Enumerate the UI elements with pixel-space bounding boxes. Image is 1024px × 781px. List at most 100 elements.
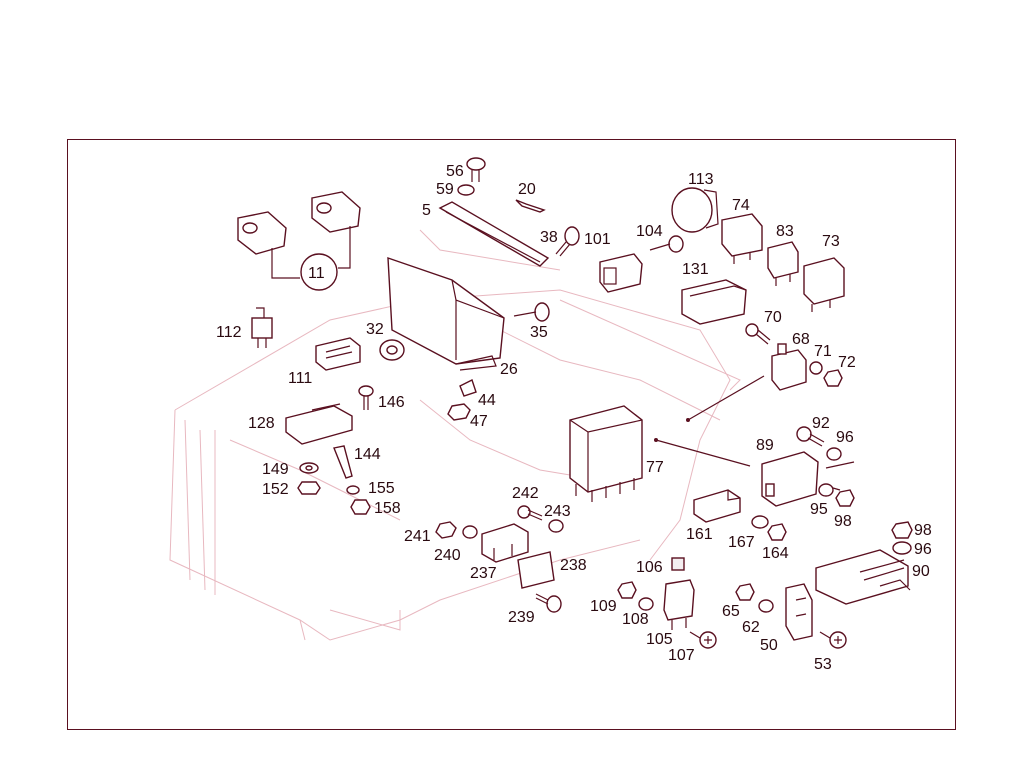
label-20: 20 <box>518 181 536 198</box>
part-109-nut <box>617 581 637 599</box>
part-53-screw <box>819 631 847 649</box>
part-38-screw <box>555 226 580 257</box>
label-243: 243 <box>544 503 571 520</box>
label-65: 65 <box>722 603 740 620</box>
part-35-screw <box>513 302 550 322</box>
label-111: 111 <box>288 370 312 387</box>
part-89-module <box>761 451 819 507</box>
label-109: 109 <box>590 598 617 615</box>
part-44-clip <box>459 379 477 397</box>
part-238-bracket <box>517 551 555 589</box>
label-237: 237 <box>470 565 497 582</box>
label-92: 92 <box>812 415 830 432</box>
part-32-grommet <box>379 339 405 361</box>
label-105: 105 <box>646 631 673 648</box>
part-167-washer <box>751 515 769 529</box>
part-62-washer <box>758 599 774 613</box>
part-83-relay <box>767 241 799 286</box>
label-167: 167 <box>728 534 755 551</box>
label-26: 26 <box>500 361 518 378</box>
part-241-nut <box>435 521 457 539</box>
part-155-washer <box>346 485 360 495</box>
part-68-relay <box>771 343 807 391</box>
part-144-bracket <box>333 445 353 479</box>
label-239: 239 <box>508 609 535 626</box>
label-98a: 98 <box>834 513 852 530</box>
label-128: 128 <box>248 415 275 432</box>
part-71-washer <box>809 361 823 375</box>
label-158: 158 <box>374 500 401 517</box>
part-98b-nut <box>891 521 913 539</box>
label-70: 70 <box>764 309 782 326</box>
label-50: 50 <box>760 637 778 654</box>
part-111-relay <box>315 337 361 371</box>
part-149-washer <box>299 462 319 474</box>
part-77-control-unit <box>569 405 643 502</box>
part-242-screw <box>517 505 543 521</box>
part-107-screw <box>689 631 717 649</box>
part-158-nut <box>350 499 371 515</box>
label-71: 71 <box>814 343 832 360</box>
label-106: 106 <box>636 559 663 576</box>
label-107: 107 <box>668 647 695 664</box>
part-59-washer <box>457 184 475 196</box>
label-38: 38 <box>540 229 558 246</box>
label-68: 68 <box>792 331 810 348</box>
part-237-relay <box>481 523 529 563</box>
label-144: 144 <box>354 446 381 463</box>
label-56: 56 <box>446 163 464 180</box>
label-83: 83 <box>776 223 794 240</box>
part-74-relay <box>721 213 763 264</box>
part-112-relay <box>251 307 273 348</box>
label-113: 113 <box>688 171 714 188</box>
part-108-washer <box>638 597 654 611</box>
part-73-relay <box>803 257 845 312</box>
label-77: 77 <box>646 459 664 476</box>
part-104-screw <box>649 235 684 253</box>
part-20-pin <box>515 199 546 213</box>
part-5-cover-strip <box>438 201 550 267</box>
label-5: 5 <box>422 202 431 219</box>
label-238: 238 <box>560 557 587 574</box>
diagram-frame <box>67 139 956 730</box>
part-101-relay <box>599 253 643 293</box>
part-96b-washer <box>892 541 912 555</box>
label-73: 73 <box>822 233 840 250</box>
part-47-nut <box>447 403 471 421</box>
part-labels: 11 112 111 32 128 146 149 152 144 155 15… <box>216 163 932 673</box>
label-242: 242 <box>512 485 539 502</box>
label-35: 35 <box>530 324 548 341</box>
label-32: 32 <box>366 321 384 338</box>
label-90: 90 <box>912 563 930 580</box>
label-112: 112 <box>216 324 242 341</box>
label-44: 44 <box>478 392 496 409</box>
part-26-fuse-tray <box>387 256 505 371</box>
part-95-washer <box>818 483 834 497</box>
part-70-screw <box>745 323 771 345</box>
leader-lines <box>654 375 855 491</box>
label-155: 155 <box>368 480 395 497</box>
label-89: 89 <box>756 437 774 454</box>
label-104: 104 <box>636 223 663 240</box>
label-98b: 98 <box>914 522 932 539</box>
label-149: 149 <box>262 461 289 478</box>
label-146: 146 <box>378 394 405 411</box>
label-96a: 96 <box>836 429 854 446</box>
label-74: 74 <box>732 197 750 214</box>
label-101: 101 <box>584 231 611 248</box>
part-239-screw <box>535 593 562 613</box>
label-53: 53 <box>814 656 832 673</box>
part-96a-washer <box>826 447 842 461</box>
part-164-nut <box>767 523 787 541</box>
part-98a-nut <box>835 489 855 507</box>
part-128-module <box>285 403 353 445</box>
part-146-screw <box>358 385 374 410</box>
label-59: 59 <box>436 181 454 198</box>
part-65-nut <box>735 583 755 601</box>
label-62: 62 <box>742 619 760 636</box>
label-108: 108 <box>622 611 649 628</box>
part-90-module <box>815 549 911 605</box>
label-47: 47 <box>470 413 488 430</box>
part-152-nut <box>297 481 321 495</box>
